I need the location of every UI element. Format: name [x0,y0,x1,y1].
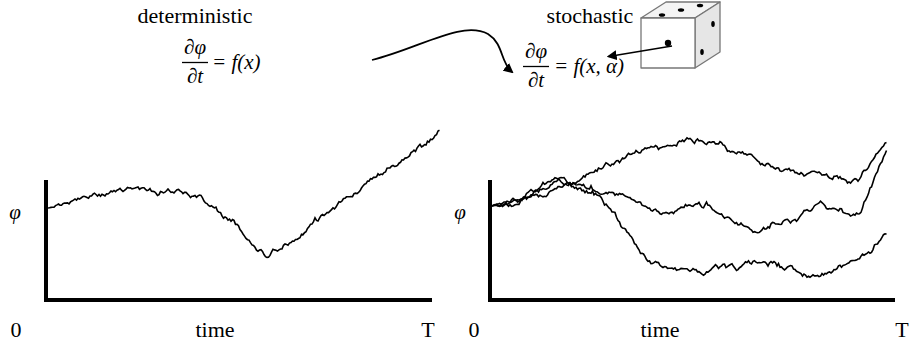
transition-arrow [372,30,512,72]
text-label: ∂t [528,69,544,92]
text-label: φ [454,201,466,224]
text-label: time [640,318,679,342]
text-label: T [421,318,434,342]
text-label: ∂φ [184,36,206,59]
x-axis [488,298,895,302]
dice-icon [641,2,720,68]
random-walk [492,151,887,233]
text-label: stochastic [547,4,634,28]
text-label: = f(x, α) [554,55,624,78]
text-label: = f(x) [212,51,261,74]
y-axis [44,180,48,302]
text-label: 0 [469,318,480,342]
text-label: ∂t [187,65,203,88]
text-label: T [895,318,908,342]
text-label: time [195,318,234,342]
text-label: deterministic [138,4,253,28]
text-label: 0 [11,318,22,342]
fraction-bar [182,62,208,63]
x-axis [44,298,432,302]
fraction-bar [523,66,549,67]
random-walk [48,130,440,257]
y-axis [488,180,492,302]
text-label: φ [9,201,21,224]
random-walk [492,138,887,206]
random-walk [492,178,887,278]
text-label: ∂φ [525,40,547,63]
